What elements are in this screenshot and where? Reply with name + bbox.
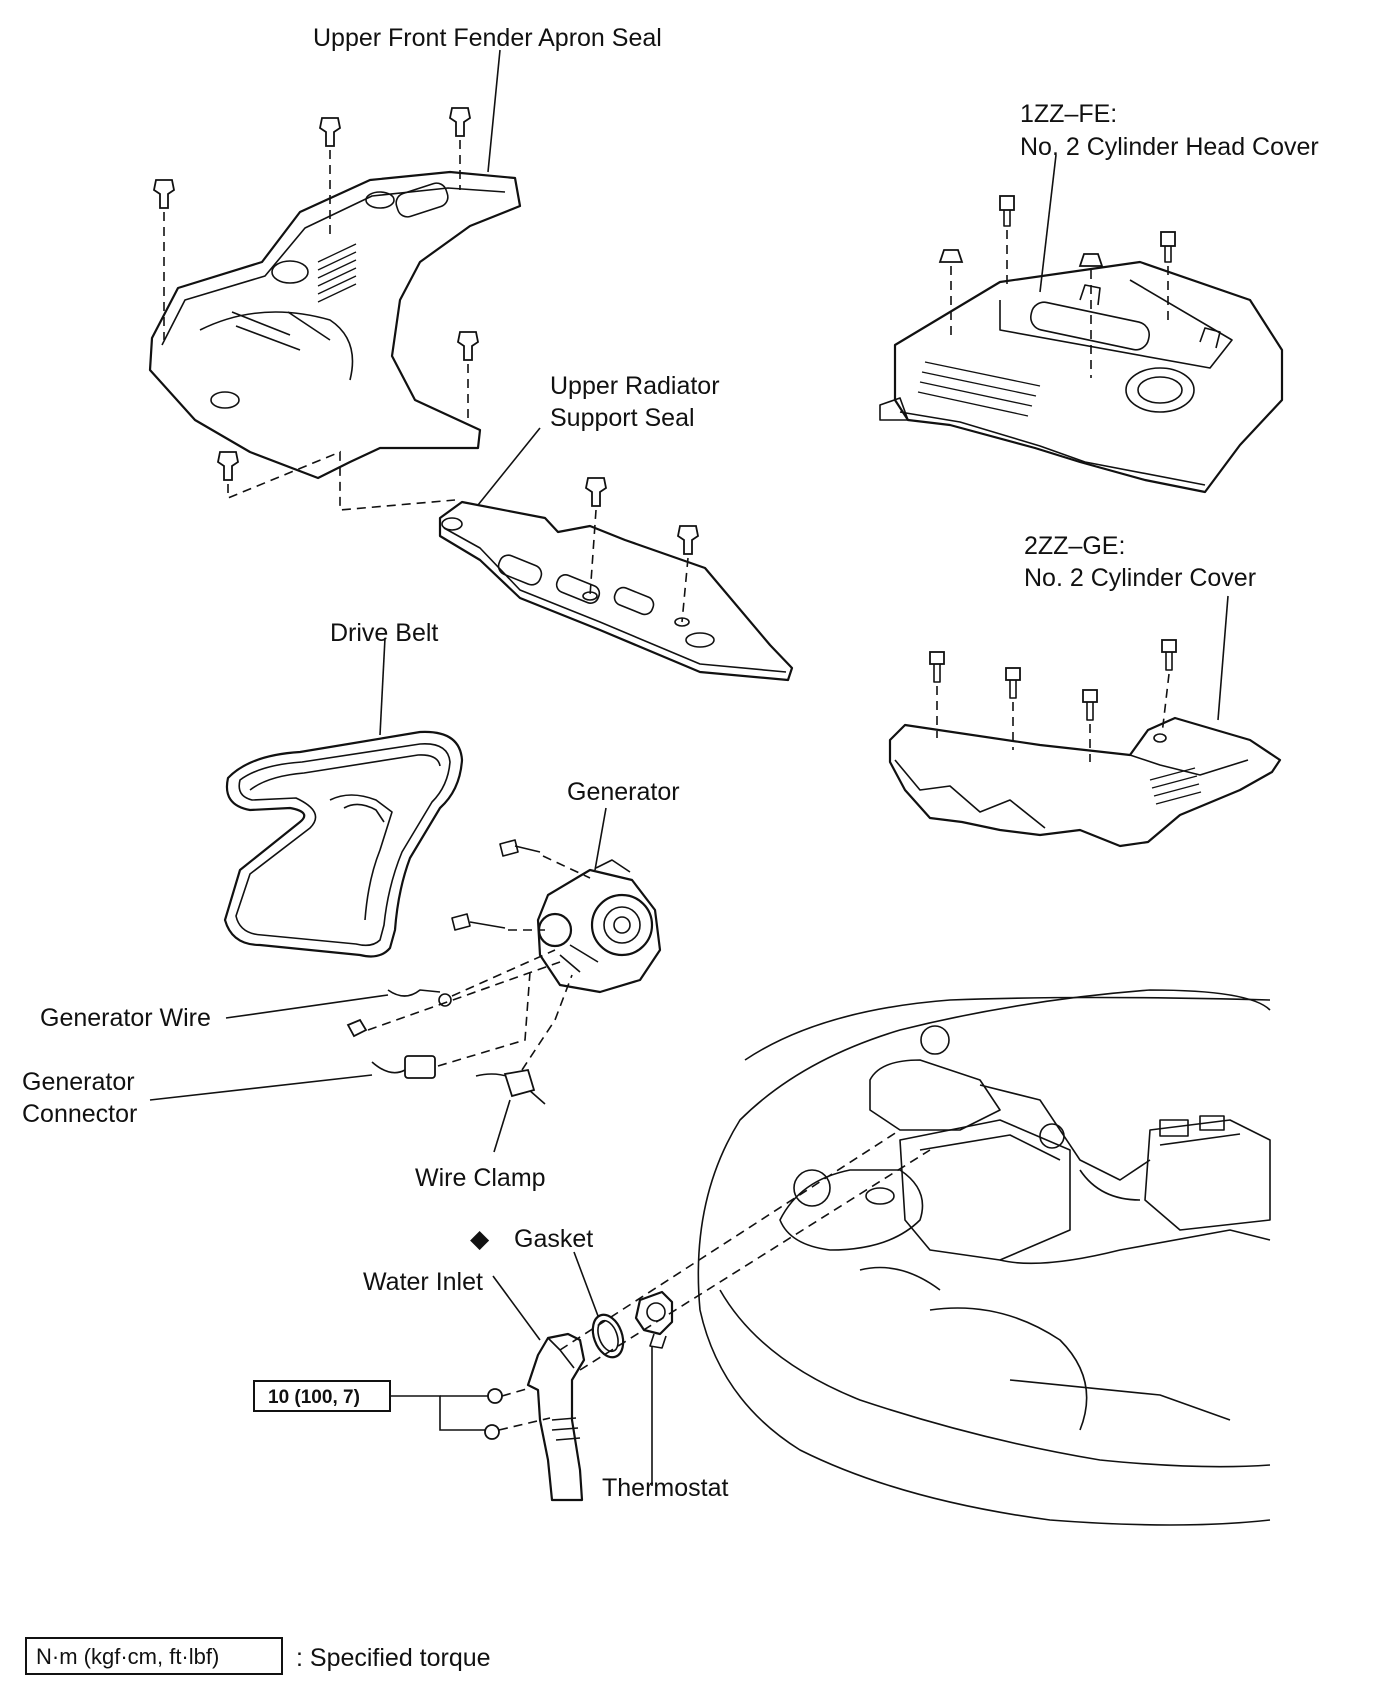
legend-description: : Specified torque (296, 1644, 491, 1672)
label-water-inlet: Water Inlet (363, 1268, 483, 1296)
label-upper-front-fender-apron-seal: Upper Front Fender Apron Seal (313, 24, 662, 52)
drive-belt (223, 730, 464, 958)
label-gasket: Gasket (514, 1225, 593, 1253)
label-no2-cylinder-head-cover: No. 2 Cylinder Head Cover (1020, 133, 1319, 161)
label-drive-belt: Drive Belt (330, 619, 438, 647)
generator-connector (371, 971, 531, 1079)
generator (451, 839, 662, 994)
leader-lines (149, 49, 1229, 1486)
label-thermostat: Thermostat (602, 1474, 728, 1502)
torque-spec-box: 10 (100, 7) (253, 1380, 391, 1412)
thermostat-alignment-line (559, 1129, 901, 1351)
label-2zz-ge: 2ZZ–GE: (1024, 532, 1125, 560)
vehicle-engine-bay-illustration (697, 989, 1271, 1526)
label-upper-radiator: Upper Radiator (550, 372, 720, 400)
upper-front-fender-apron-seal (148, 107, 522, 511)
label-support-seal: Support Seal (550, 404, 695, 432)
label-generator-connector-2: Connector (22, 1100, 137, 1128)
wire-clamp (475, 974, 573, 1105)
label-generator-wire: Generator Wire (40, 1004, 211, 1032)
torque-legend: N·m (kgf·cm, ft·lbf) : Specified torque (25, 1637, 491, 1675)
label-no2-cylinder-cover: No. 2 Cylinder Cover (1024, 564, 1256, 592)
gasket (591, 1313, 625, 1359)
no2-cylinder-head-cover-1zz (879, 195, 1284, 494)
label-1zz-fe: 1ZZ–FE: (1020, 100, 1117, 128)
generator-wire (346, 949, 561, 1038)
no2-cylinder-cover-2zz (888, 639, 1282, 848)
upper-radiator-support-seal (438, 477, 794, 682)
torque-spec-value: 10 (100, 7) (268, 1387, 360, 1408)
thermostat (634, 1290, 674, 1349)
label-generator-connector-1: Generator (22, 1068, 135, 1096)
label-wire-clamp: Wire Clamp (415, 1164, 546, 1192)
label-generator: Generator (567, 778, 680, 806)
fender-seal-clip (152, 107, 480, 481)
legend-unit-box: N·m (kgf·cm, ft·lbf) (36, 1644, 219, 1669)
non-reusable-marker: ◆ (470, 1225, 490, 1253)
water-inlet (484, 1332, 586, 1502)
